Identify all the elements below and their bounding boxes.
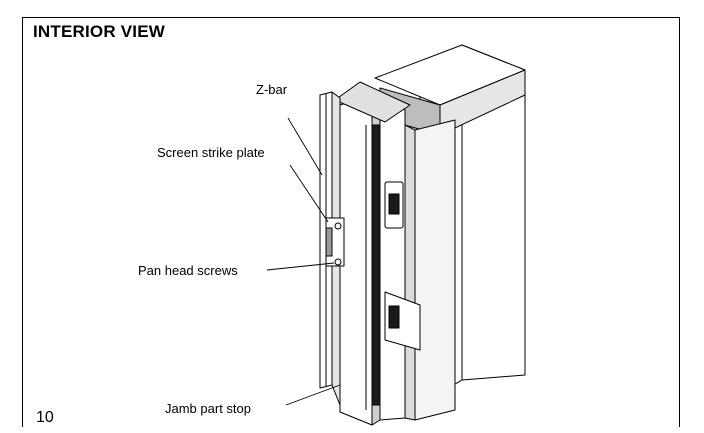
- figure-frame: [22, 17, 680, 427]
- label-screen-strike-plate: Screen strike plate: [157, 145, 265, 160]
- leader-pan-head-screws: [266, 262, 335, 271]
- jamb-face: [414, 119, 456, 421]
- label-pan-head-screws: Pan head screws: [138, 263, 238, 278]
- pan-head-screw-top: [334, 222, 342, 230]
- leader-jamb-part-stop: [285, 384, 341, 406]
- jamb-channel: [371, 124, 381, 406]
- pan-head-screw-bottom: [334, 258, 342, 266]
- figure-title: INTERIOR VIEW: [33, 22, 165, 41]
- leader-z-bar: [287, 117, 323, 176]
- frame-post-front: [339, 94, 373, 426]
- leader-strike-plate: [289, 164, 329, 223]
- label-z-bar: Z-bar: [256, 82, 288, 97]
- frame-post-top: [334, 81, 411, 123]
- frame-post-right: [379, 99, 406, 421]
- label-jamb-part-stop: Jamb part stop: [165, 401, 251, 416]
- jamb-side: [404, 124, 416, 421]
- page-number: 10: [36, 409, 54, 426]
